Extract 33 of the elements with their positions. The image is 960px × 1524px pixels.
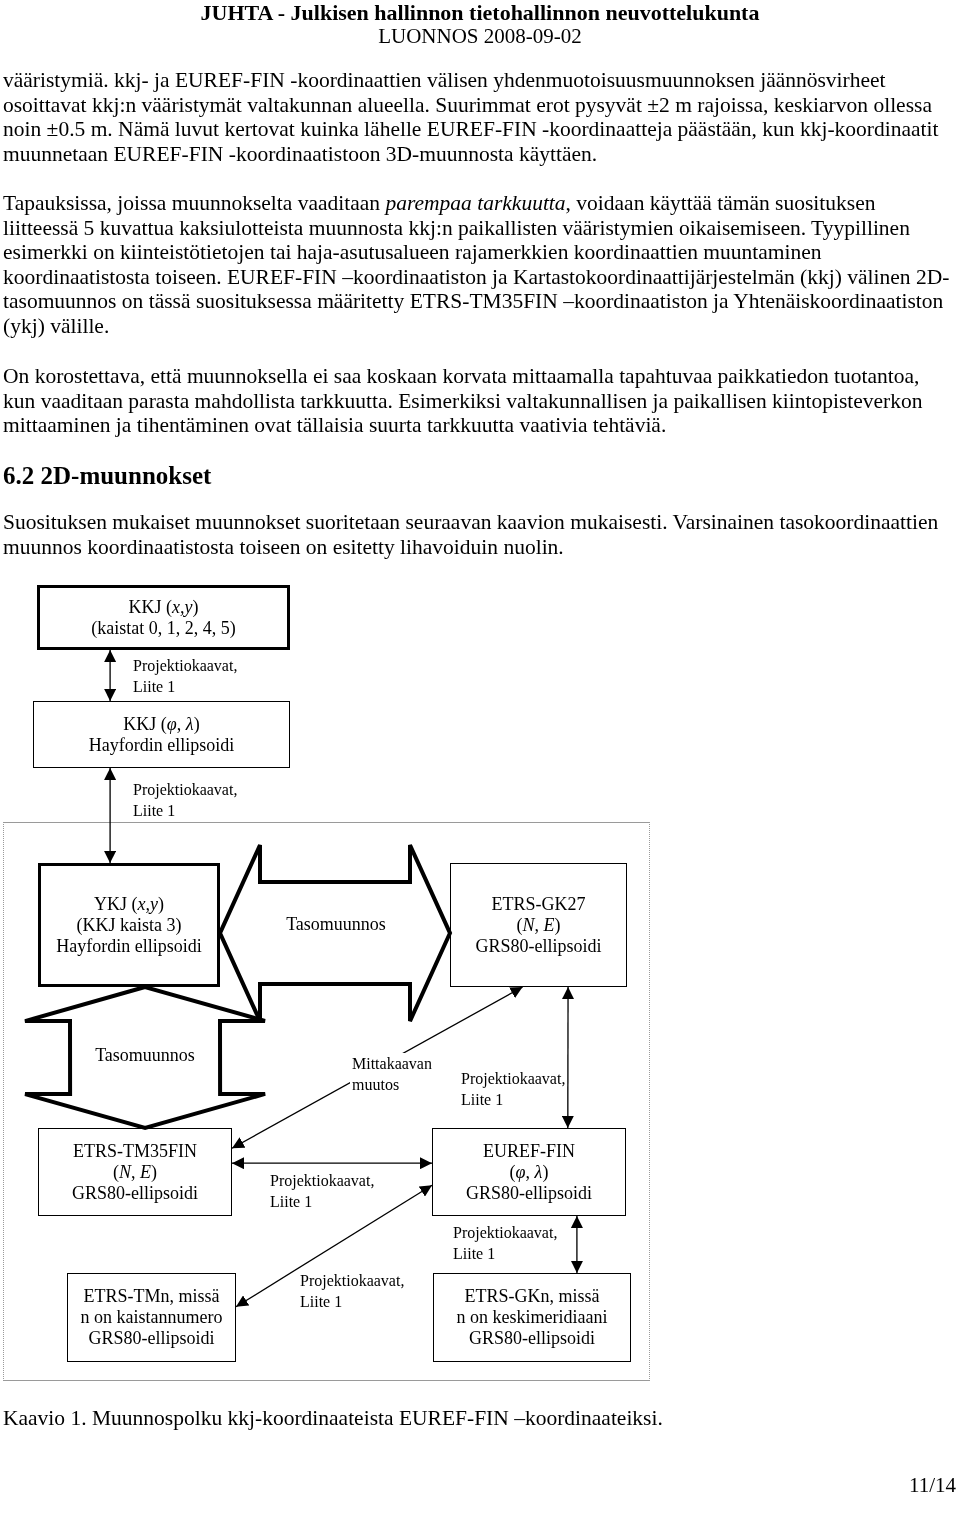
coordinate-system-box: KKJ (x,y) (kaistat 0, 1, 2, 4, 5) [37,585,290,650]
arrow [561,986,575,1129]
paragraph: vääristymiä. kkj- ja EUREF-FIN -koordinaattien välisen yhdenmuotoisuusmuunnoksen jäännösvirheet osoittavat kkj:n vääristymät valtakunnan alueella. Suurimmat erot pysyvät ±2 m rajoissa, keskiarvon ollessa noin ±0.5 m. Nämä luvut kertovat kuinka lähelle EUREF-FIN -koordinaatteja päästään, kun kkj-koordinaatit muunnetaan EUREF-FIN -koordinaatistoon 3D-muunnosta käyttäen. [3,68,940,166]
paragraph: On korostettava, että muunnoksella ei saa koskaan korvata mittaamalla tapahtuvaa paikkatiedon tuotantoa, kun vaaditaan parasta mahdollista tarkkuutta. Esimerkiksi valtakunnallisen ja paikallisen kiintopisteverkon mittaaminen ja tihentäminen ovat tällaisia suurta tarkkuutta vaativia tehtäviä. [3,364,924,438]
coordinate-system-box: KKJ (φ, λ) Hayfordin ellipsoidi [33,701,290,768]
coordinate-system-box: ETRS-TM35FIN (N, E) GRS80-ellipsoidi [38,1128,232,1216]
edge-label: Projektiokaavat, Liite 1 [133,656,239,697]
edge-label: Tasomuunnos [285,914,387,935]
edge-label: Projektiokaavat, Liite 1 [270,1171,376,1212]
page-number: 11/14 [907,1473,956,1497]
block-arrow [23,984,268,1131]
arrow [235,1184,433,1308]
draft-date: LUONNOS 2008-09-02 [377,24,583,48]
coordinate-system-box: YKJ (x,y) (KKJ kaista 3) Hayfordin ellipsoidi [38,863,220,987]
page-header: JUHTA - Julkisen hallinnon tietohallinnon neuvottelukunta [199,0,761,25]
edge-label: Projektiokaavat, Liite 1 [133,780,239,821]
edge-label: Projektiokaavat, Liite 1 [461,1069,567,1110]
edge-label: Tasomuunnos [94,1045,196,1066]
edge-label: Projektiokaavat, Liite 1 [453,1223,559,1264]
block-arrow [217,843,453,1024]
paragraph: Suosituksen mukaiset muunnokset suoritetaan seuraavan kaavion mukaisesti. Varsinainen tasokoordinaattien muunnos koordinaatistosta toiseen on esitetty lihavoiduin nuolin. [3,510,940,559]
arrow [231,1157,433,1170]
edge-label: Projektiokaavat, Liite 1 [300,1271,406,1312]
section-heading: 6.2 2D-muunnokset [3,461,212,491]
paragraph: Tapauksissa, joissa muunnokselta vaaditaan parempaa tarkkuutta, voidaan käyttää tämän suosituksen liitteessä 5 kuvattua kaksiulotteista muunnosta kkj:n paikallisten vääristymien oikaisemiseen. Tyypillinen esimerkki on kiinteistötietojen tai haja-asutusalueen rajamerkkien koordinaattien muuntaminen koordinaatistosta toiseen. EUREF-FIN –koordinaatiston ja Kartastokoordinaattijärjestelmän (kkj) välinen 2D-tasomuunnos on tässä suosituksessa määritetty ETRS-TM35FIN –koordinaatiston ja Yhtenäiskoordinaatiston (ykj) välille. [3,191,951,338]
coordinate-system-box: EUREF-FIN (φ, λ) GRS80-ellipsoidi [432,1128,626,1216]
coordinate-system-box: ETRS-GKn, missä n on keskimeridiaani GRS80-ellipsoidi [433,1273,631,1362]
figure-caption: Kaavio 1. Muunnospolku kkj-koordinaateista EUREF-FIN –koordinaateiksi. [3,1405,663,1431]
coordinate-system-box: ETRS-GK27 (N, E) GRS80-ellipsoidi [450,863,627,987]
arrow [104,649,117,702]
arrow [570,1215,583,1274]
coordinate-system-box: ETRS-TMn, missä n on kaistannumero GRS80-ellipsoidi [67,1273,236,1362]
arrow [104,767,117,864]
